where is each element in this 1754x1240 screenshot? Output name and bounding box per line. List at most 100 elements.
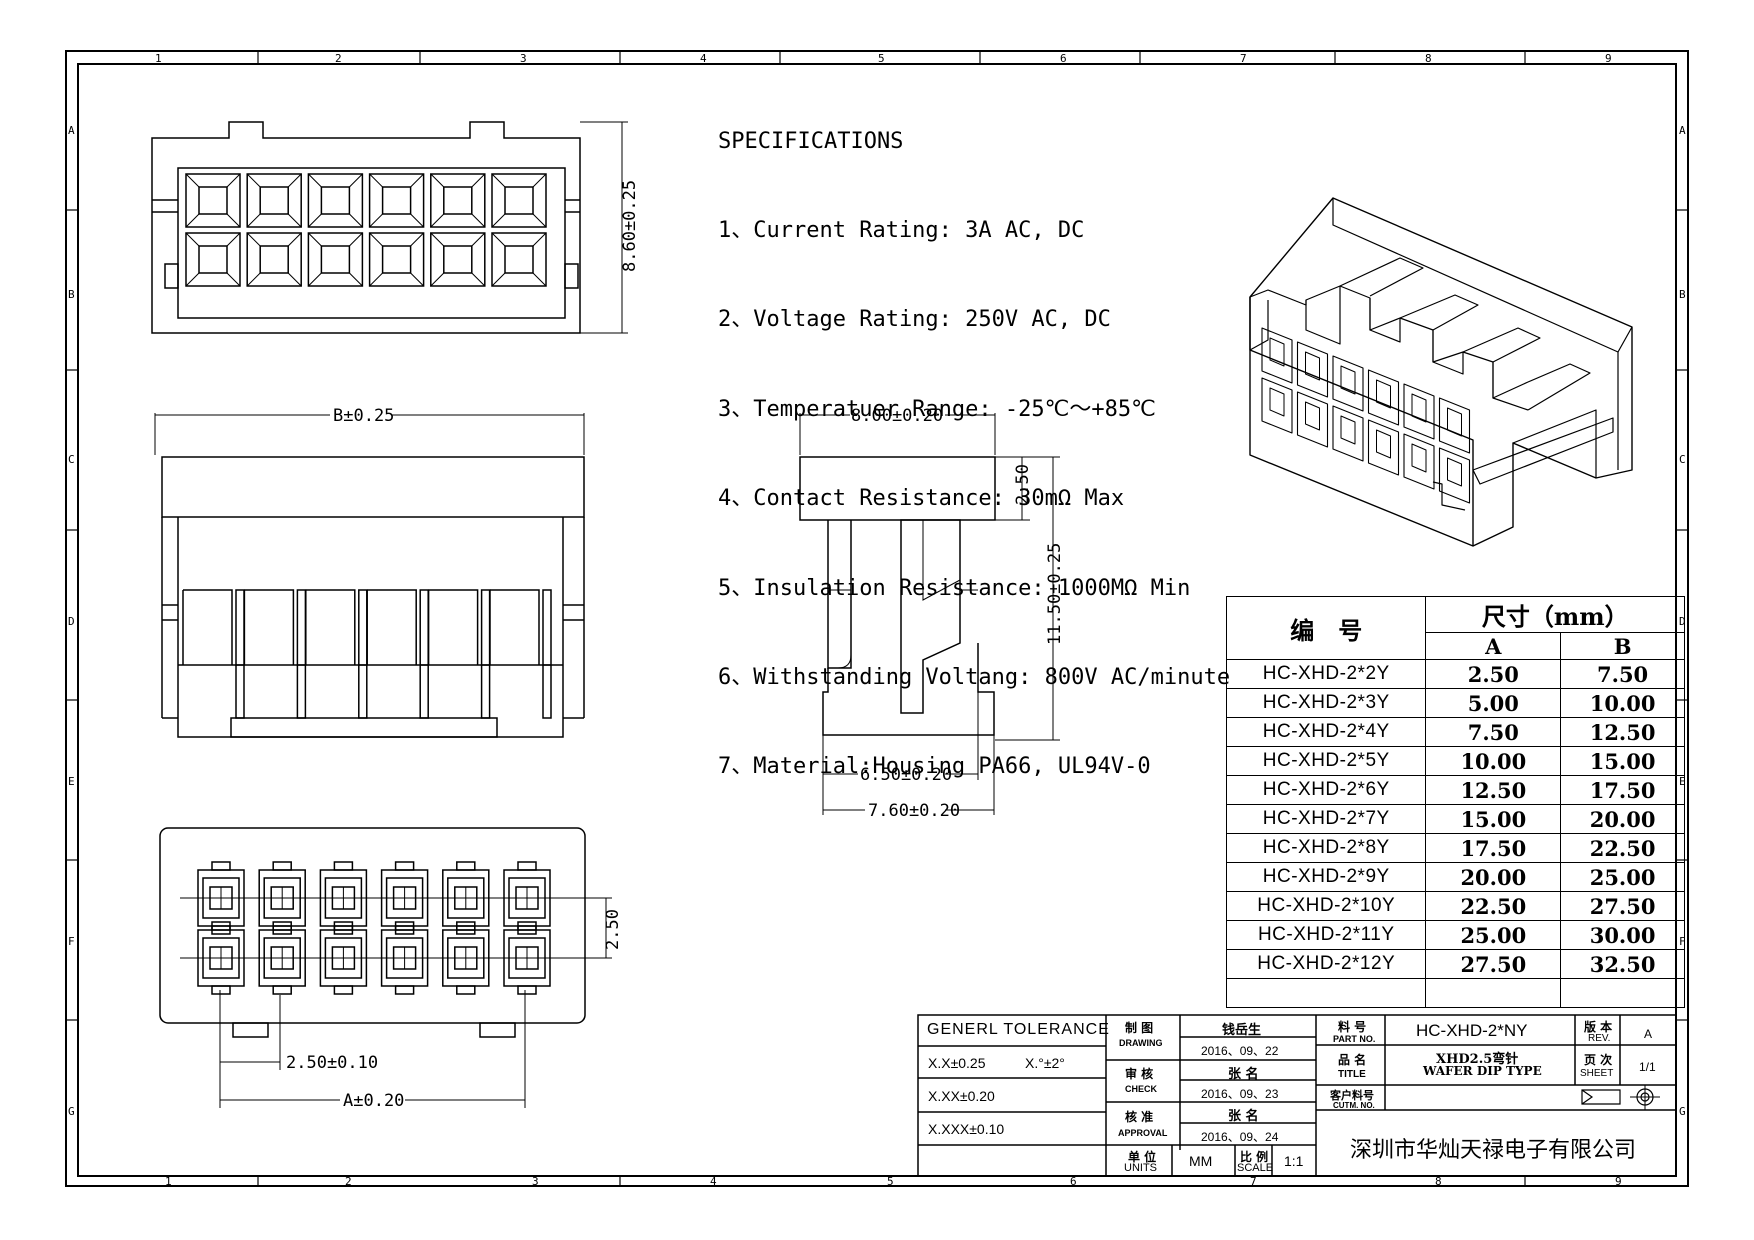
dim-bottom-row-pitch: 2.50 — [603, 909, 623, 950]
col-label-top: 2 — [335, 52, 342, 65]
row-label-right: C — [1679, 453, 1686, 466]
col-label-top: 7 — [1240, 52, 1247, 65]
scale-label-cn: 比 例 — [1240, 1150, 1269, 1164]
col-label-top: 9 — [1605, 52, 1612, 65]
dim-side-top: 2.50 — [1013, 464, 1033, 505]
title-label-en: TITLE — [1338, 1069, 1366, 1080]
iso-cell — [1261, 327, 1293, 384]
dim-side-inner: 6.50±0.20 — [860, 765, 952, 785]
cavity — [491, 232, 547, 287]
iso-cell — [1332, 405, 1364, 462]
col-label-bottom: 4 — [710, 1175, 717, 1188]
iso-cell — [1296, 341, 1329, 398]
tolerance-3: X.XXX±0.10 — [928, 1121, 1005, 1137]
row-label-left: B — [68, 288, 75, 301]
dim-a-value: 10.00 — [1425, 746, 1562, 776]
check-date: 2016、09、23 — [1201, 1087, 1279, 1101]
col-label-top: 8 — [1425, 52, 1432, 65]
spec-line: 2、Voltage Rating: 250V AC, DC — [718, 307, 1111, 333]
col-label-bottom: 8 — [1435, 1175, 1442, 1188]
cust-label-en: CUTM. NO. — [1333, 1101, 1375, 1110]
outer-frame — [65, 50, 1689, 1187]
rev-value: A — [1644, 1027, 1653, 1041]
approval-label-cn: 核 准 — [1125, 1110, 1154, 1124]
dim-a-value: 25.00 — [1425, 920, 1562, 950]
dim-b-value: 10.00 — [1560, 688, 1685, 718]
specifications-title: SPECIFICATIONS — [718, 128, 904, 154]
title-value-en: WAFER DIP TYPE — [1423, 1064, 1542, 1078]
col-label-bottom: 9 — [1615, 1175, 1622, 1188]
col-label-bottom: 6 — [1070, 1175, 1077, 1188]
specifications-block: SPECIFICATIONS 1、Current Rating: 3A AC, … — [718, 67, 1230, 812]
spec-line: 3、Temperatuer Range: -25℃～+85℃ — [718, 396, 1156, 422]
row-label-right: G — [1679, 1105, 1686, 1118]
dim-a-value: 27.50 — [1425, 949, 1562, 979]
dim-b-value: 25.00 — [1560, 862, 1685, 892]
check-label-en: CHECK — [1125, 1084, 1158, 1094]
part-code: HC-XHD-2*8Y — [1225, 833, 1427, 863]
dim-b-value: 7.50 — [1560, 659, 1685, 689]
dim-side-height: 11.50±0.25 — [1045, 543, 1065, 645]
tolerance-title: GENERL TOLERANCE — [927, 1021, 1110, 1038]
iso-cell — [1332, 355, 1364, 412]
iso-cell — [1403, 383, 1435, 440]
bottom-view — [159, 827, 612, 1108]
cavity — [368, 232, 425, 287]
scale-label-en: SCALE — [1237, 1162, 1274, 1174]
part-code: HC-XHD-2*3Y — [1225, 688, 1427, 718]
row-label-left: C — [68, 453, 75, 466]
dim-a-value: 17.50 — [1425, 833, 1562, 863]
dim-top-view-height: 8.60±0.25 — [620, 180, 640, 272]
cavity — [430, 232, 486, 287]
drawing-name: 钱岳生 — [1222, 1023, 1262, 1038]
side-view — [799, 413, 1060, 815]
drawing-date: 2016、09、22 — [1201, 1044, 1279, 1058]
part-code: HC-XHD-2*4Y — [1225, 717, 1427, 747]
row-label-left: D — [68, 615, 75, 628]
dim-side-outer: 7.60±0.20 — [868, 801, 960, 821]
spec-line: 4、Contact Resistance: 30mΩ Max — [718, 486, 1125, 512]
dim-b-value: 27.50 — [1560, 891, 1685, 921]
iso-cell — [1296, 391, 1329, 448]
part-no-label-cn: 料 号 — [1338, 1020, 1367, 1034]
spec-line: 5、Insulation Resistance: 1000MΩ Min — [718, 575, 1191, 601]
top-view-cavities — [185, 173, 547, 287]
row-label-right: A — [1679, 124, 1686, 137]
iso-cell — [1367, 369, 1400, 426]
spec-line: 7、Material:Housing PA66, UL94V-0 — [718, 754, 1151, 780]
front-view — [154, 413, 585, 738]
spec-line: 1、Current Rating: 3A AC, DC — [718, 217, 1085, 243]
cavity — [307, 232, 364, 287]
cavity — [246, 232, 302, 287]
part-code: HC-XHD-2*9Y — [1225, 862, 1427, 892]
row-label-left: F — [68, 935, 75, 948]
isometric-view — [1249, 197, 1633, 547]
col-label-top: 4 — [700, 52, 707, 65]
approval-label-en: APPROVAL — [1118, 1128, 1168, 1138]
table-col-b: B — [1560, 632, 1685, 660]
iso-cell — [1438, 447, 1471, 504]
cavity — [307, 173, 364, 228]
dim-a-value: 20.00 — [1425, 862, 1562, 892]
iso-cell — [1403, 433, 1435, 490]
part-code: HC-XHD-2*6Y — [1225, 775, 1427, 805]
scale-value: 1:1 — [1284, 1153, 1304, 1169]
dim-b-value: 32.50 — [1560, 949, 1685, 979]
dim-b-value: 12.50 — [1560, 717, 1685, 747]
drawing-label-cn: 制 图 — [1125, 1021, 1154, 1035]
col-label-top: 3 — [520, 52, 527, 65]
row-label-left: G — [68, 1105, 75, 1118]
table-header-code: 编 号 — [1225, 596, 1427, 660]
row-label-left: E — [68, 775, 75, 788]
check-label-cn: 审 核 — [1125, 1067, 1154, 1081]
sheet-value: 1/1 — [1639, 1060, 1656, 1074]
